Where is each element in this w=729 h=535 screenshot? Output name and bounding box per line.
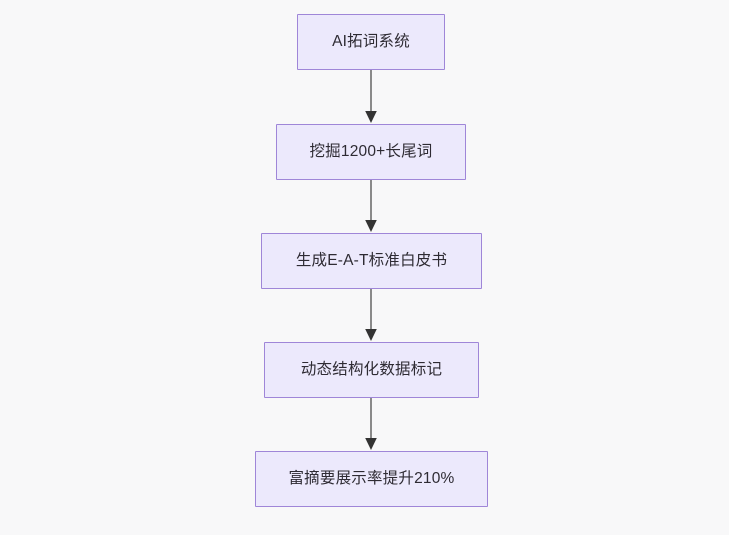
flow-node-dynamic-structured-data-markup[interactable]: 动态结构化数据标记 — [264, 342, 479, 398]
edge-node1-to-node2 — [365, 70, 377, 123]
flow-node-label: 富摘要展示率提升210% — [288, 470, 455, 488]
flow-node-ai-keyword-system[interactable]: AI拓词系统 — [297, 14, 445, 70]
arrowhead-icon — [365, 329, 377, 341]
flow-node-label: AI拓词系统 — [332, 33, 410, 51]
flow-node-label: 挖掘1200+长尾词 — [309, 143, 433, 161]
flow-node-label: 生成E-A-T标准白皮书 — [295, 252, 448, 270]
flow-node-rich-snippet-impression-lift[interactable]: 富摘要展示率提升210% — [255, 451, 488, 507]
flow-node-mine-longtail-keywords[interactable]: 挖掘1200+长尾词 — [276, 124, 466, 180]
edge-node2-to-node3 — [365, 180, 377, 232]
edge-node3-to-node4 — [365, 289, 377, 341]
flow-node-generate-eat-whitepaper[interactable]: 生成E-A-T标准白皮书 — [261, 233, 482, 289]
arrowhead-icon — [365, 220, 377, 232]
flow-node-label: 动态结构化数据标记 — [300, 361, 443, 379]
arrowhead-icon — [365, 111, 377, 123]
arrowhead-icon — [365, 438, 377, 450]
edge-node4-to-node5 — [365, 398, 377, 450]
